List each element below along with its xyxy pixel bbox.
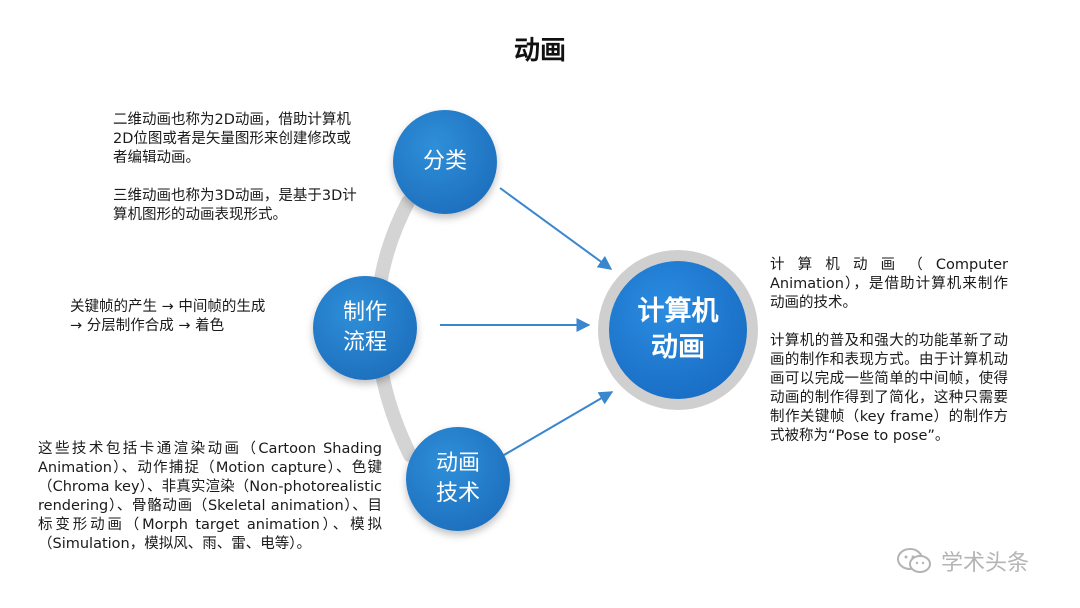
center-description: 计算机动画（Computer Animation），是借助计算机来制作动画的技术… <box>770 256 1008 446</box>
classify-para-3d: 三维动画也称为3D动画，是基于3D计算机图形的动画表现形式。 <box>113 188 357 223</box>
process-line2: → 分层制作合成 → 着色 <box>70 318 225 334</box>
watermark-text: 学术头条 <box>941 551 1030 576</box>
center-definition: 计算机动画（Computer Animation），是借助计算机来制作动画的技术… <box>770 257 1008 311</box>
node-process: 制作 流程 <box>313 276 417 380</box>
center-node-line1: 计算机 <box>637 296 719 327</box>
watermark: 学术头条 <box>895 545 1029 577</box>
node-classify-label: 分类 <box>422 149 467 174</box>
process-description: 关键帧的产生 → 中间帧的生成 → 分层制作合成 → 着色 <box>70 298 310 336</box>
wechat-icon <box>897 548 931 573</box>
node-tech: 动画 技术 <box>406 427 510 531</box>
center-node-line2: 动画 <box>651 332 705 363</box>
node-process-line2: 流程 <box>342 330 387 355</box>
classify-para-2d: 二维动画也称为2D动画，借助计算机2D位图或者是矢量图形来创建修改或者编辑动画。 <box>113 112 351 166</box>
center-node: 计算机 动画 <box>609 261 747 399</box>
node-tech-line2: 技术 <box>435 481 480 506</box>
node-classify: 分类 <box>393 110 497 214</box>
center-detail: 计算机的普及和强大的功能革新了动画的制作和表现方式。由于计算机动画可以完成一些简… <box>770 333 1008 444</box>
arrow-classify-to-center <box>499 187 613 270</box>
arrow-tech-to-center <box>503 391 614 456</box>
tech-paragraph: 这些技术包括卡通渲染动画（Cartoon Shading Animation）、… <box>38 441 382 552</box>
classify-description: 二维动画也称为2D动画，借助计算机2D位图或者是矢量图形来创建修改或者编辑动画。… <box>113 111 358 225</box>
node-tech-line1: 动画 <box>435 451 480 476</box>
tech-description: 这些技术包括卡通渲染动画（Cartoon Shading Animation）、… <box>38 440 382 554</box>
node-process-line1: 制作 <box>342 300 387 325</box>
page-title: 动画 <box>513 36 566 66</box>
process-line1: 关键帧的产生 → 中间帧的生成 <box>70 299 266 315</box>
